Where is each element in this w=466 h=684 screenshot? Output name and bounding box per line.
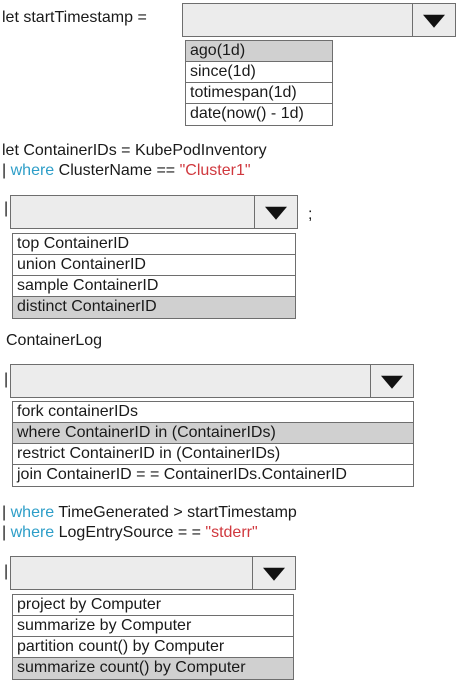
time-filter-line: | where TimeGenerated > startTimestamp (2, 503, 297, 523)
dropdown-option[interactable]: where ContainerID in (ContainerIDs) (13, 423, 413, 444)
dropdown-option[interactable]: fork containerIDs (13, 402, 413, 423)
chevron-down-icon (381, 375, 403, 389)
cluster-condition: ClusterName == (54, 162, 180, 179)
container-ids-dropdown-button[interactable] (254, 196, 297, 228)
dropdown-option[interactable]: summarize by Computer (13, 616, 293, 637)
where-keyword: where (10, 504, 55, 521)
dropdown-option[interactable]: summarize count() by Computer (13, 658, 293, 679)
time-condition: TimeGenerated > startTimestamp (54, 504, 297, 521)
container-log-label: ContainerLog (6, 332, 103, 349)
start-timestamp-dropdown[interactable] (182, 3, 456, 37)
dropdown-option[interactable]: date(now() - 1d) (190, 105, 304, 122)
cluster-name-string: "Cluster1" (179, 162, 251, 179)
dropdown-option[interactable]: restrict ContainerID in (ContainerIDs) (13, 444, 413, 465)
aggregation-dropdown-button[interactable] (252, 557, 295, 589)
pipe-char: | (2, 162, 11, 179)
aggregation-dropdown[interactable] (10, 556, 296, 590)
dropdown-option[interactable]: project by Computer (13, 595, 293, 616)
dropdown-option[interactable]: join ContainerID = = ContainerIDs.Contai… (17, 466, 347, 483)
start-timestamp-label: let startTimestamp = (2, 9, 147, 26)
start-timestamp-dropdown-button[interactable] (412, 4, 455, 36)
semicolon: ; (308, 206, 313, 223)
dropdown-option[interactable]: ago(1d) (186, 41, 332, 62)
stderr-string: "stderr" (205, 524, 258, 541)
container-log-filter-dropdown[interactable] (10, 364, 414, 398)
container-ids-line: let ContainerIDs = KubePodInventory (2, 142, 267, 159)
chevron-down-icon (265, 206, 287, 220)
cluster-filter-line: | where ClusterName == "Cluster1" (2, 161, 251, 181)
pipe-char: | (4, 200, 9, 217)
dropdown-option[interactable]: distinct ContainerID (13, 297, 295, 318)
dropdown-option[interactable]: since(1d) (186, 62, 332, 83)
dropdown-option[interactable]: sample ContainerID (13, 276, 295, 297)
dropdown-option[interactable]: partition count() by Computer (13, 637, 293, 658)
pipe-char: | (4, 371, 9, 388)
log-source-filter-line: | where LogEntrySource = = "stderr" (2, 523, 258, 543)
pipe-char: | (4, 563, 9, 580)
dropdown-option[interactable]: union ContainerID (13, 255, 295, 276)
where-keyword: where (10, 524, 55, 541)
dropdown-option[interactable]: top ContainerID (13, 234, 295, 255)
where-keyword: where (10, 162, 55, 179)
pipe-char: | (2, 504, 11, 521)
log-source-condition: LogEntrySource = = (54, 524, 206, 541)
chevron-down-icon (423, 14, 445, 28)
container-log-dropdown-button[interactable] (370, 365, 413, 397)
container-ids-operator-dropdown[interactable] (10, 195, 298, 229)
start-timestamp-options: ago(1d)since(1d)totimespan(1d)date(now()… (185, 40, 333, 126)
chevron-down-icon (263, 567, 285, 581)
dropdown-option[interactable]: totimespan(1d) (186, 83, 332, 104)
pipe-char: | (2, 524, 11, 541)
